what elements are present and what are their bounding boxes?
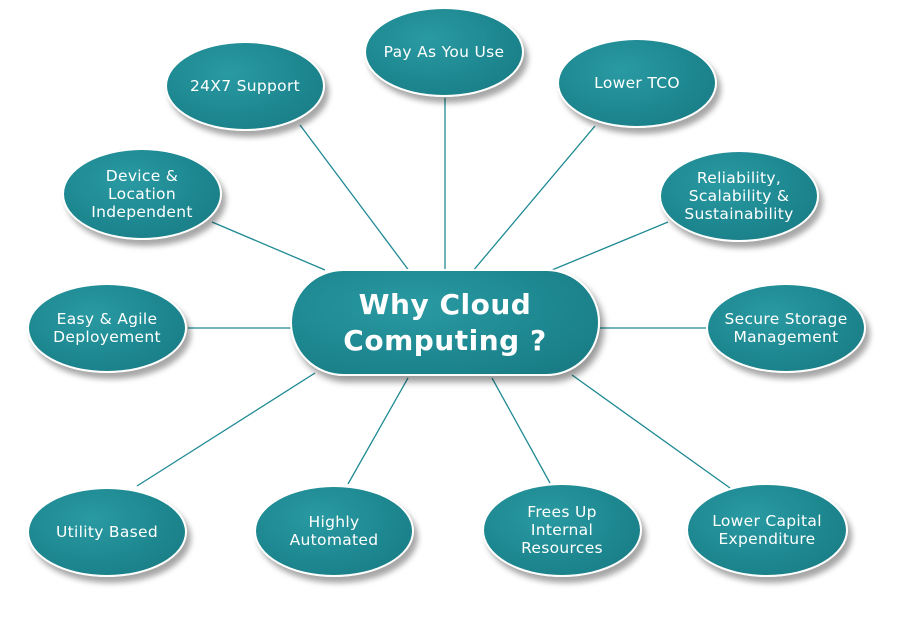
connector-device-location-independent	[211, 221, 326, 271]
node-highly-automated: Highly Automated	[254, 485, 414, 577]
center-node: Why Cloud Computing ?	[290, 269, 600, 376]
node-label: Utility Based	[55, 523, 158, 541]
node-label: Secure Storage Management	[724, 310, 848, 346]
connector-lower-tco	[471, 125, 596, 273]
node-utility-based: Utility Based	[27, 487, 187, 577]
node-label: 24X7 Support	[189, 77, 300, 95]
node-label: Lower TCO	[594, 74, 680, 92]
node-reliability-scalability-sustainability: Reliability, Scalability & Sustainabilit…	[659, 150, 819, 242]
node-label: Device & Location Independent	[91, 167, 193, 221]
connector-frees-up	[491, 377, 551, 484]
node-device-location-independent: Device & Location Independent	[62, 148, 222, 240]
node-label: Highly Automated	[289, 513, 379, 549]
node-pay-as-you-use: Pay As You Use	[364, 7, 524, 97]
node-label: Pay As You Use	[383, 43, 505, 61]
center-title: Why Cloud Computing ?	[343, 287, 547, 357]
node-lower-capital-expenditure: Lower Capital Expenditure	[686, 483, 848, 577]
connector-utility-based	[136, 372, 316, 487]
node-easy-agile-deployement: Easy & Agile Deployement	[27, 283, 187, 373]
node-label: Easy & Agile Deployement	[53, 310, 161, 346]
node-24x7-support: 24X7 Support	[165, 41, 325, 131]
node-label: Frees Up Internal Resources	[521, 503, 603, 557]
node-secure-storage-management: Secure Storage Management	[706, 283, 866, 373]
node-label: Reliability, Scalability & Sustainabilit…	[684, 169, 794, 223]
connector-reliability	[551, 221, 669, 271]
connector-lower-capex	[571, 374, 731, 489]
connector-highly-automated	[347, 377, 409, 485]
connector-24x7-support	[299, 124, 411, 273]
node-label: Lower Capital Expenditure	[712, 512, 822, 548]
node-frees-up-internal-resources: Frees Up Internal Resources	[482, 483, 642, 577]
node-lower-tco: Lower TCO	[557, 38, 717, 128]
